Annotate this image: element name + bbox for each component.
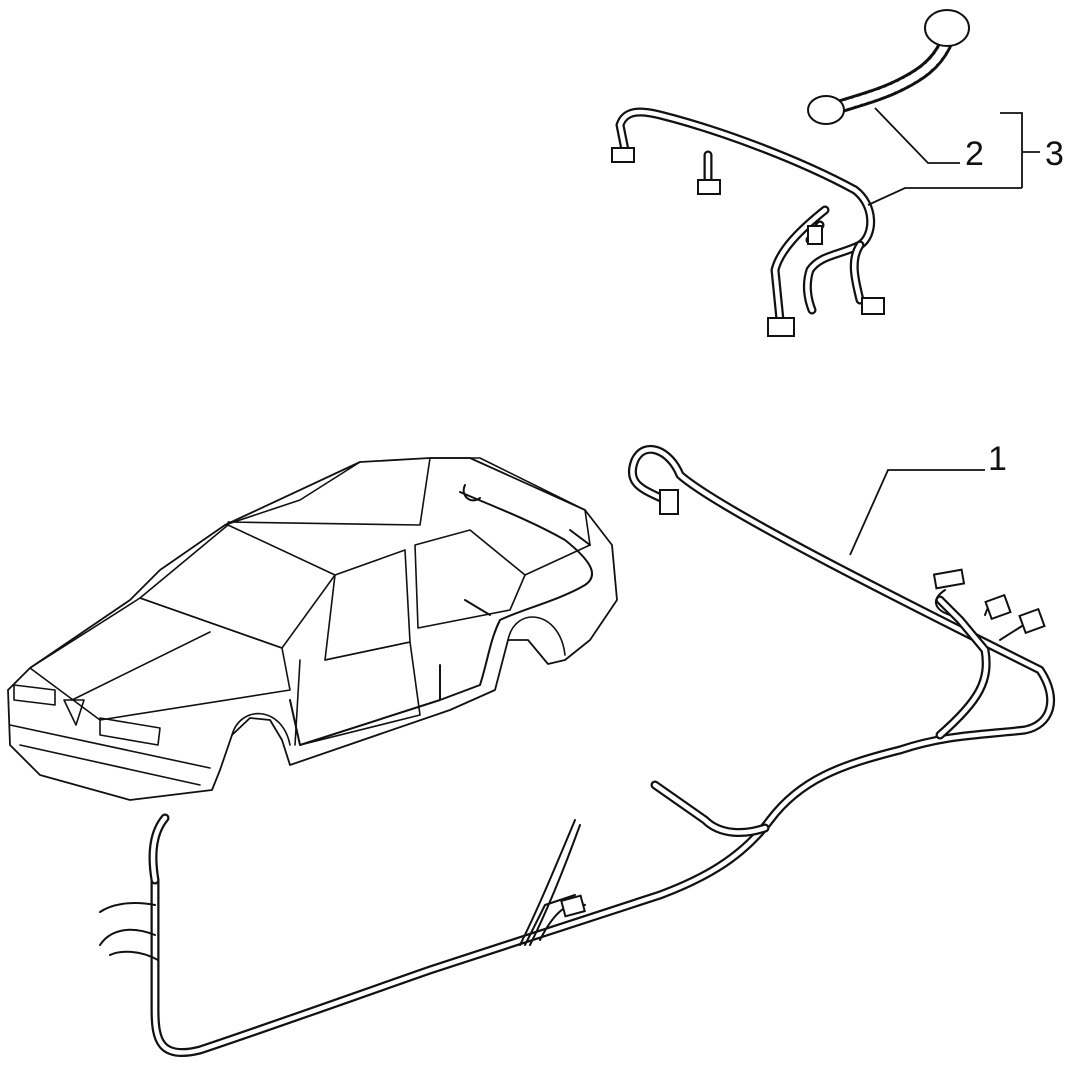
main-harness-center-bundle	[519, 819, 586, 946]
connector-right-3	[1018, 607, 1046, 635]
main-harness	[99, 444, 1056, 1058]
leader-line-2	[874, 107, 960, 164]
car-body-outline	[7, 457, 618, 801]
car-hood	[29, 597, 291, 721]
upper-harness	[611, 107, 885, 337]
car-grille-shield	[63, 699, 85, 726]
car-door-lines	[294, 641, 421, 746]
car-internal-wiring-loop	[462, 484, 591, 546]
callout-label-3: 3	[1045, 135, 1064, 173]
connector-top-left	[659, 489, 679, 515]
connector-center	[560, 894, 586, 918]
connector-upper-3	[767, 317, 795, 337]
connector-right-2	[984, 593, 1012, 621]
car-body-illustration	[7, 457, 618, 801]
callout-label-1: 1	[988, 440, 1007, 478]
car-internal-wiring	[289, 491, 594, 746]
connector-upper-5	[807, 225, 823, 245]
leader-lines	[849, 107, 1040, 556]
car-rear-wheel-arch	[507, 616, 566, 656]
car-rear-deck	[429, 457, 591, 576]
connector-upper-2	[697, 179, 721, 195]
car-hood-crease	[71, 631, 211, 701]
leader-line-1	[849, 469, 985, 556]
car-front-bumper	[9, 724, 211, 786]
connector-right-1	[932, 568, 966, 590]
car-front-wheel-arch	[231, 712, 291, 746]
leader-line-3	[867, 187, 1022, 206]
main-harness-left-branches	[99, 902, 159, 961]
callout-label-2: 2	[965, 135, 984, 173]
grommet-harness-cable	[828, 38, 952, 115]
grommet-bottom	[807, 95, 845, 125]
car-headlight-right	[99, 717, 161, 746]
connector-upper-1	[611, 147, 635, 163]
connector-upper-4	[861, 297, 885, 315]
grommet-top	[924, 9, 970, 47]
car-roof	[224, 457, 431, 526]
car-rear-side-window	[414, 529, 526, 629]
grommet-harness	[807, 9, 970, 125]
main-harness-right-leads	[935, 589, 1031, 641]
car-headlight-left	[13, 684, 56, 706]
bracket-2-3	[1000, 112, 1040, 188]
